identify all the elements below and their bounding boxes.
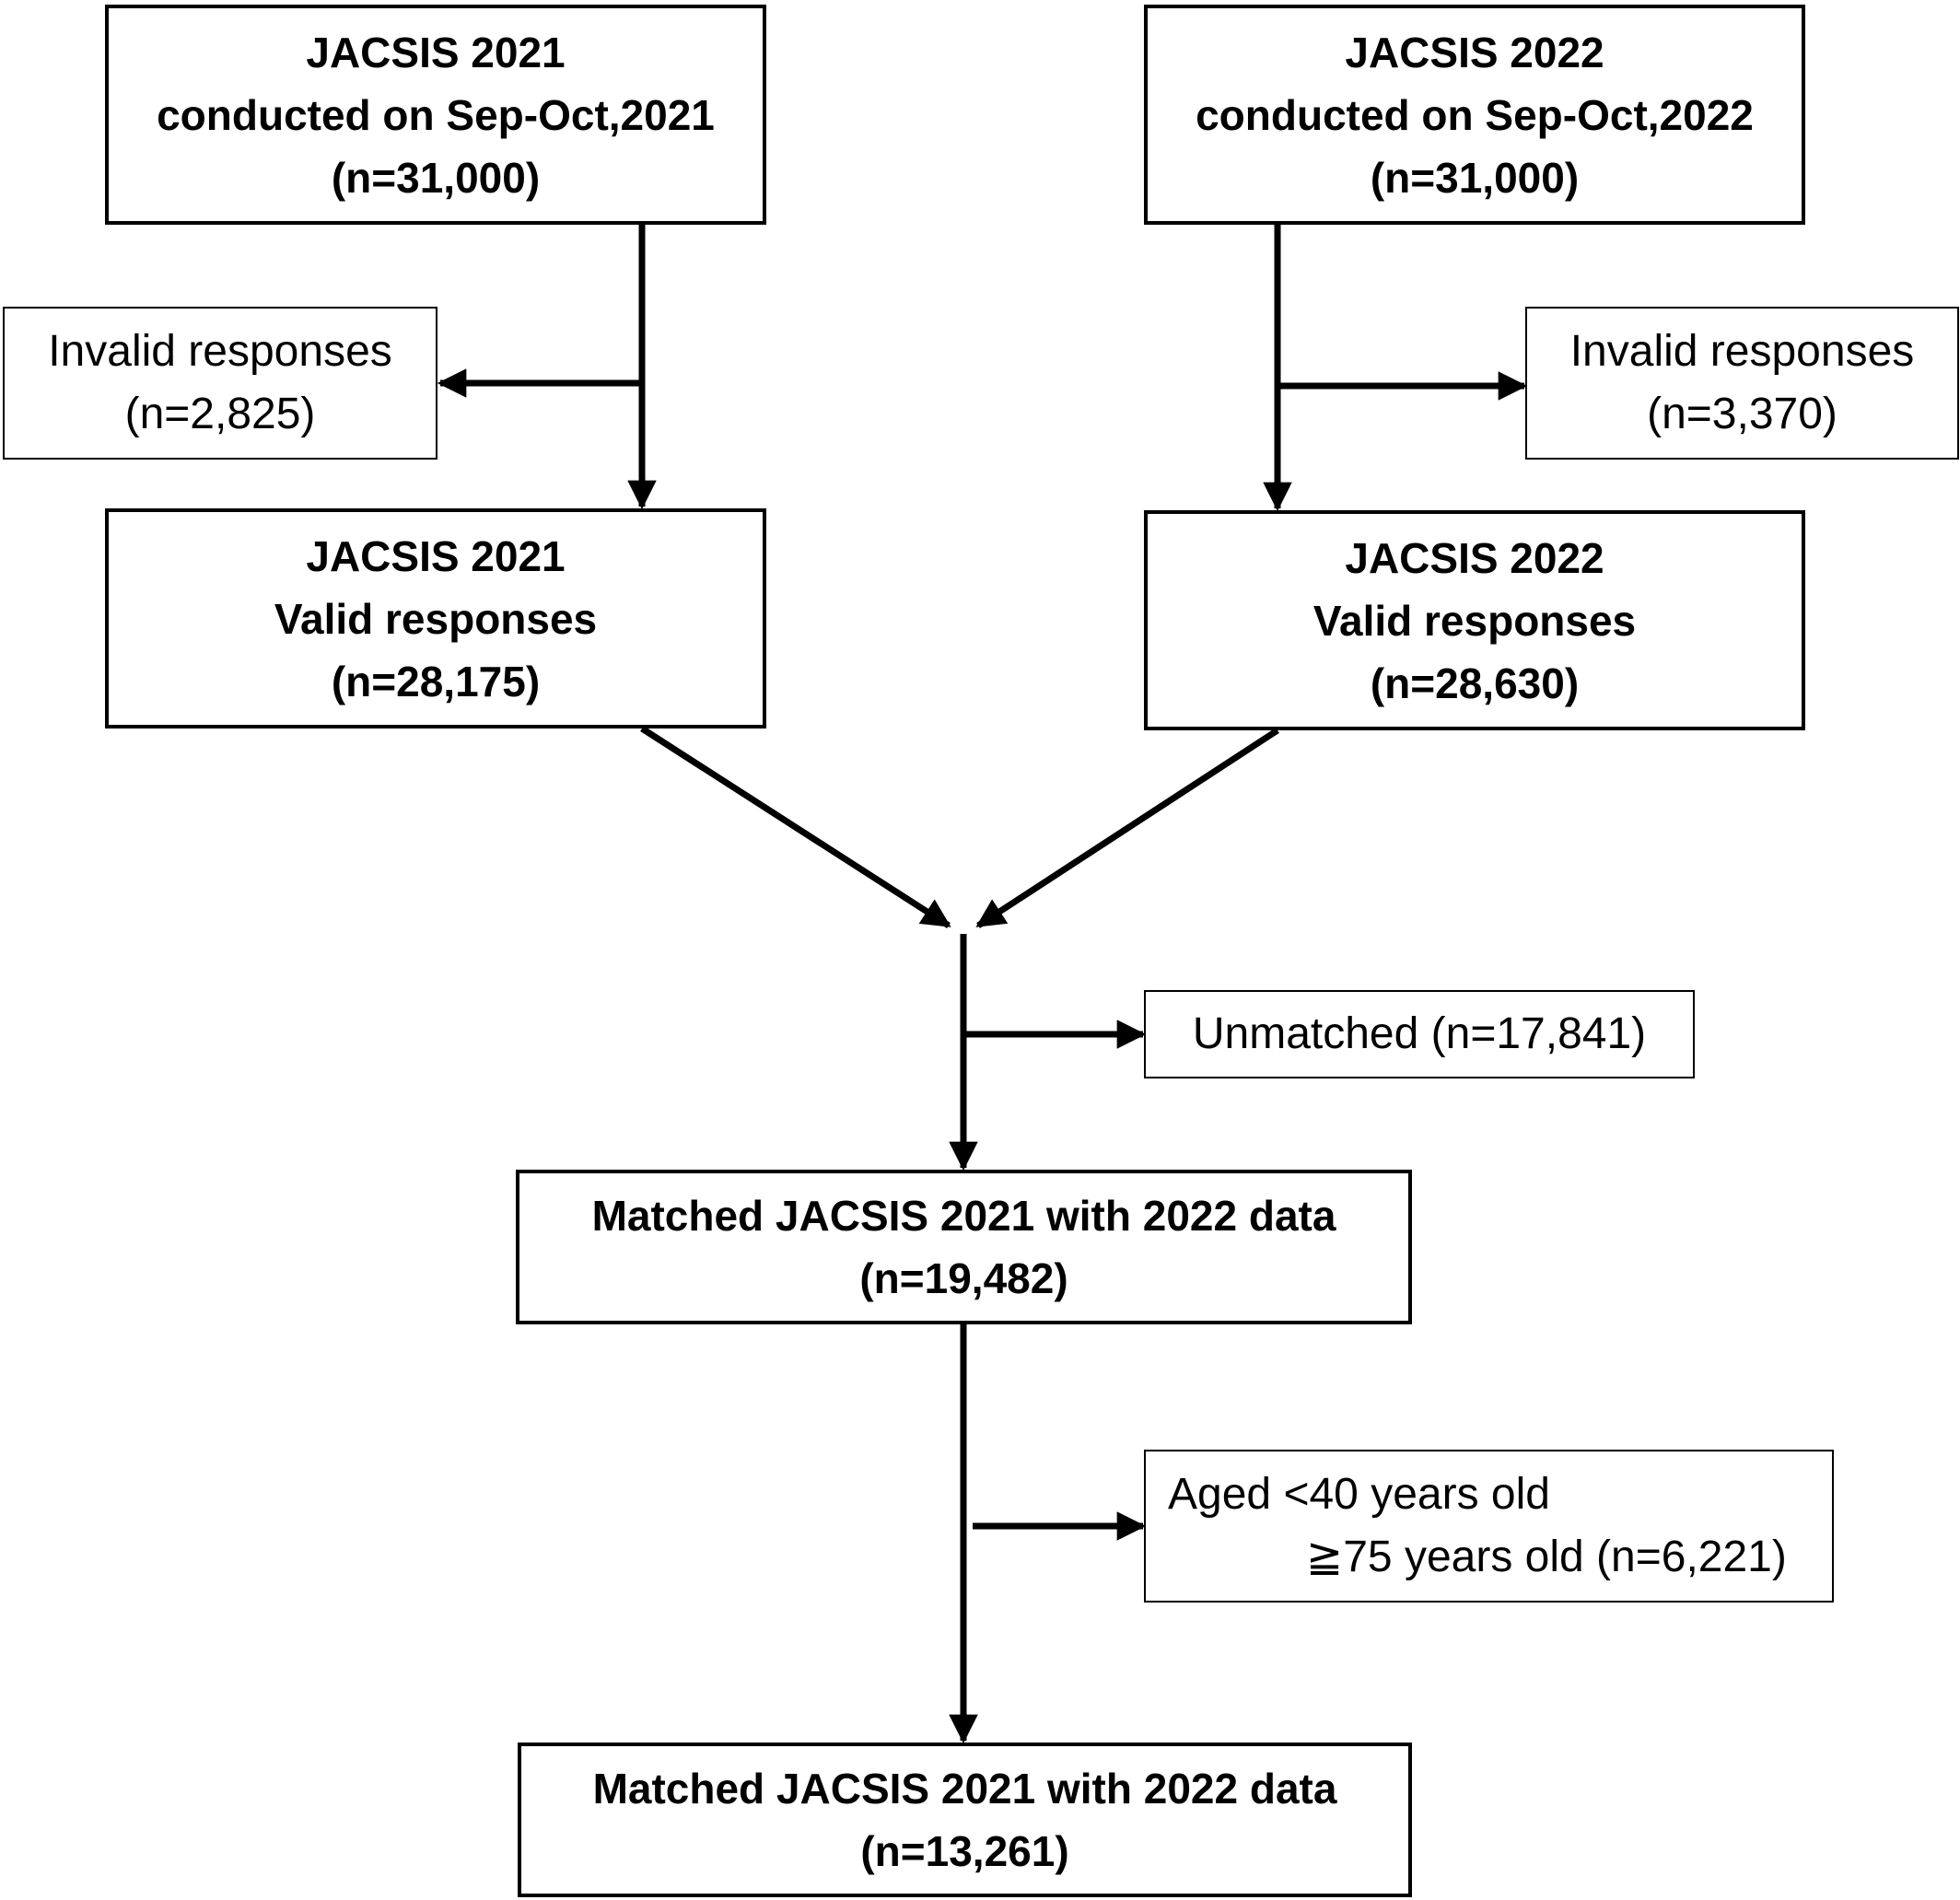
node-invalid-responses-2022: Invalid responses (n=3,370) [1525, 307, 1959, 460]
node-line: Invalid responses [1569, 327, 1915, 376]
node-line: JACSIS 2022 [1345, 28, 1604, 76]
node-line: ≧75 years old (n=6,221) [1306, 1533, 1787, 1581]
node-line: Matched JACSIS 2021 with 2022 data [592, 1765, 1337, 1813]
node-jacsis-2022-survey: JACSIS 2022 conducted on Sep-Oct,2022 (n… [1144, 5, 1805, 225]
node-invalid-responses-2021: Invalid responses (n=2,825) [3, 307, 438, 460]
node-matched-data: Matched JACSIS 2021 with 2022 data (n=19… [516, 1170, 1412, 1324]
node-unmatched: Unmatched (n=17,841) [1144, 990, 1695, 1078]
node-jacsis-2021-valid: JACSIS 2021 Valid responses (n=28,175) [105, 508, 766, 729]
node-line: (n=3,370) [1647, 390, 1838, 438]
arrow-valid2022-to-merge [975, 728, 1279, 928]
node-line: (n=31,000) [331, 153, 541, 202]
node-line: (n=28,630) [1370, 659, 1580, 707]
node-jacsis-2021-survey: JACSIS 2021 conducted on Sep-Oct,2021 (n… [105, 5, 766, 225]
node-line: Aged <40 years old [1168, 1470, 1550, 1519]
node-line: (n=19,482) [859, 1254, 1068, 1302]
node-line: conducted on Sep-Oct,2021 [157, 90, 715, 139]
node-line: Matched JACSIS 2021 with 2022 data [591, 1192, 1336, 1240]
node-line: Invalid responses [48, 327, 392, 376]
node-line: JACSIS 2022 [1345, 533, 1604, 582]
node-excluded-by-age: Aged <40 years old ≧75 years old (n=6,22… [1144, 1450, 1834, 1603]
node-line: JACSIS 2021 [306, 28, 566, 76]
node-line: Valid responses [1312, 596, 1637, 645]
node-line: Valid responses [274, 594, 598, 643]
node-line: JACSIS 2021 [306, 531, 566, 580]
node-line: Unmatched (n=17,841) [1192, 1009, 1647, 1058]
node-line: (n=2,825) [124, 390, 316, 438]
node-line: (n=13,261) [860, 1827, 1069, 1875]
node-line: conducted on Sep-Oct,2022 [1196, 90, 1754, 139]
arrow-valid2021-to-merge [640, 726, 951, 928]
node-line: (n=31,000) [1370, 153, 1580, 202]
node-final-analytic-sample: Matched JACSIS 2021 with 2022 data (n=13… [518, 1743, 1412, 1897]
node-jacsis-2022-valid: JACSIS 2022 Valid responses (n=28,630) [1144, 510, 1805, 730]
node-line: (n=28,175) [331, 657, 541, 705]
